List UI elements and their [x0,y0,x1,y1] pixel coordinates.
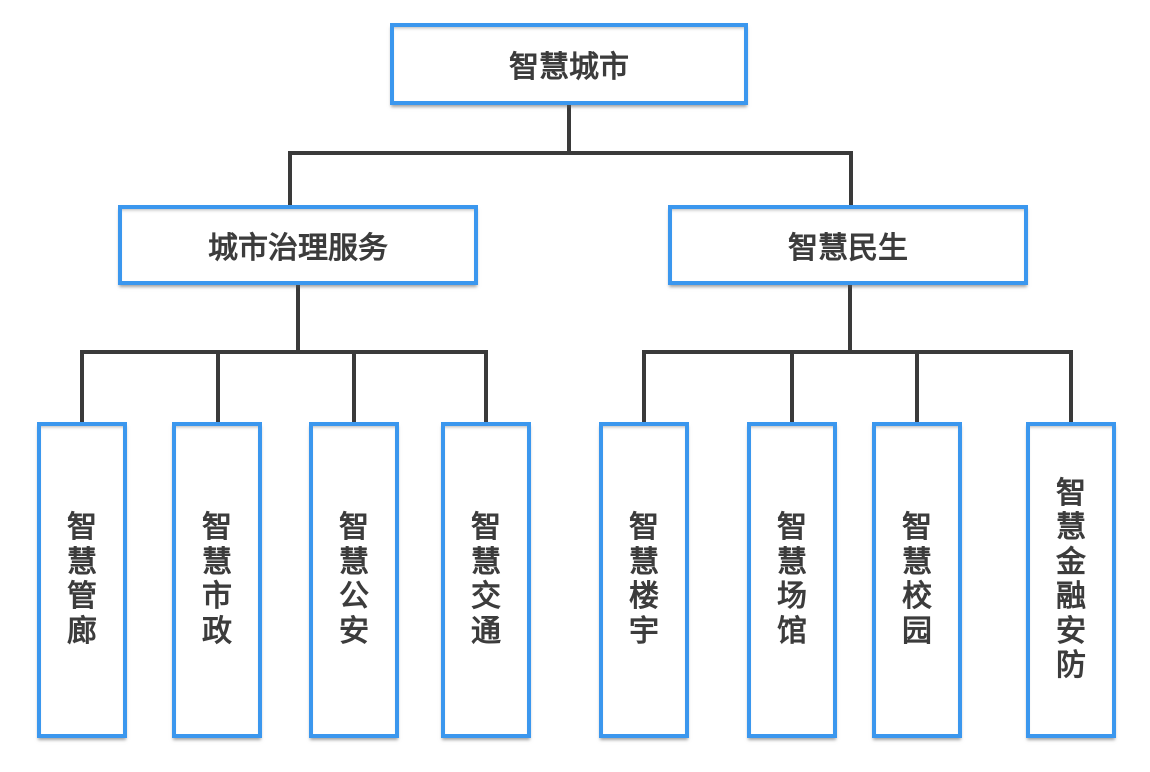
connector-root-stem [567,104,571,153]
node-smart-campus: 智慧校园 [872,422,962,738]
node-label: 智慧场馆 [777,511,807,648]
connector-drop-leaf1 [80,353,84,423]
node-label: 智慧公安 [339,511,369,648]
node-smart-financial-security: 智慧金融安防 [1026,422,1116,738]
node-smart-livelihood: 智慧民生 [668,205,1028,285]
connector-drop-leaf7 [915,353,919,423]
node-label: 智慧金融安防 [1056,476,1086,683]
node-label: 智慧楼宇 [629,511,659,648]
connector-level1-bar [288,151,853,155]
node-smart-municipal: 智慧市政 [172,422,262,738]
connector-drop-leaf8 [1069,353,1073,423]
connector-drop-branch1 [288,153,292,206]
connector-drop-branch2 [849,153,853,206]
node-label: 智慧交通 [471,511,501,648]
connector-drop-leaf2 [216,353,220,423]
node-label: 智慧民生 [788,232,908,265]
node-smart-city: 智慧城市 [390,23,748,105]
node-smart-traffic: 智慧交通 [441,422,531,738]
connector-branch1-stem [296,285,300,352]
node-smart-public-security: 智慧公安 [309,422,399,738]
connector-branch2-stem [848,285,852,352]
node-label: 智慧市政 [202,511,232,648]
node-smart-pipe-gallery: 智慧管廊 [37,422,127,738]
node-label: 智慧城市 [509,51,629,84]
connector-drop-leaf3 [352,353,356,423]
node-smart-venue: 智慧场馆 [747,422,837,738]
connector-drop-leaf5 [642,353,646,423]
connector-drop-leaf6 [790,353,794,423]
node-label: 城市治理服务 [208,232,388,265]
node-label: 智慧校园 [902,511,932,648]
node-city-governance-services: 城市治理服务 [118,205,478,285]
connector-branch1-bar [80,350,488,354]
node-label: 智慧管廊 [67,511,97,648]
connector-branch2-bar [642,350,1073,354]
connector-drop-leaf4 [484,353,488,423]
node-smart-building: 智慧楼宇 [599,422,689,738]
